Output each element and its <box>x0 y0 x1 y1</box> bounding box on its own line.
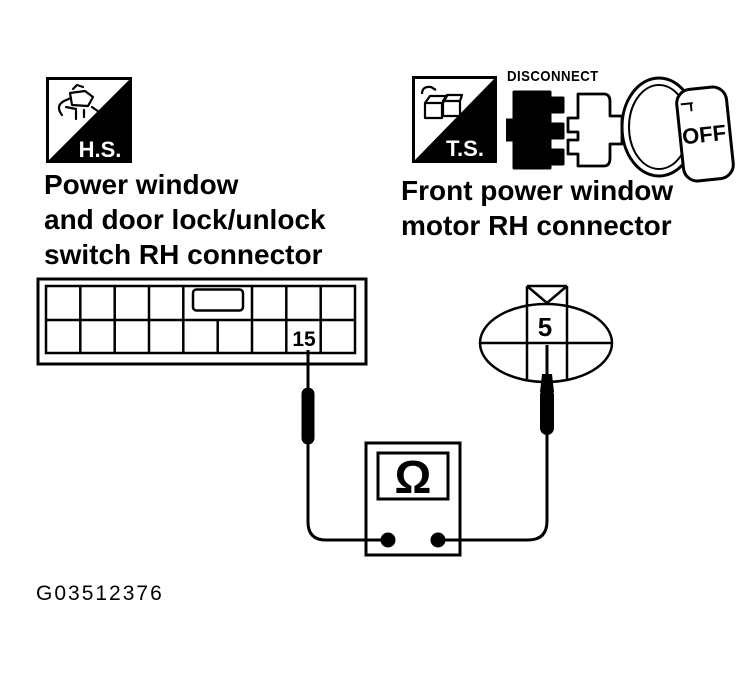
female-connector-icon <box>566 92 624 168</box>
right-caption: Front power window motor RH connector <box>401 173 673 243</box>
ts-symbol-sketch <box>420 85 464 120</box>
ts-icon-triangle <box>415 79 494 160</box>
left-caption-line-2: and door lock/unlock <box>44 204 326 235</box>
connector-pin-5-label: 5 <box>538 312 552 342</box>
ohmmeter: Ω <box>364 441 462 557</box>
disconnect-connectors-icon <box>506 90 624 170</box>
hs-symbol-sketch <box>57 83 101 121</box>
right-caption-line-2: motor RH connector <box>401 210 672 241</box>
connector-keyway <box>191 288 245 312</box>
ts-icon: T.S. <box>412 76 497 163</box>
disconnect-label: DISCONNECT <box>507 68 599 85</box>
ohm-symbol: Ω <box>395 451 432 503</box>
connector-pin-15-label: 15 <box>292 328 316 351</box>
right-caption-line-1: Front power window <box>401 175 674 206</box>
ignition-key-off-label: OFF <box>681 120 727 149</box>
ts-icon-label: T.S. <box>446 136 484 161</box>
hs-icon-label: H.S. <box>79 137 122 162</box>
hs-icon-triangle <box>49 80 129 160</box>
figure-id: G03512376 <box>36 582 164 605</box>
left-caption: Power window and door lock/unlock switch… <box>44 167 326 272</box>
connector-key-notch <box>526 285 568 305</box>
ignition-key-off-icon: OFF <box>620 76 735 183</box>
left-caption-line-3: switch RH connector <box>44 239 323 270</box>
male-connector-icon <box>506 90 565 170</box>
hs-icon: H.S. <box>46 77 132 163</box>
switch-connector-grid: 15 <box>36 277 368 366</box>
motor-connector-oval: 5 <box>478 284 614 384</box>
left-caption-line-1: Power window <box>44 169 239 200</box>
